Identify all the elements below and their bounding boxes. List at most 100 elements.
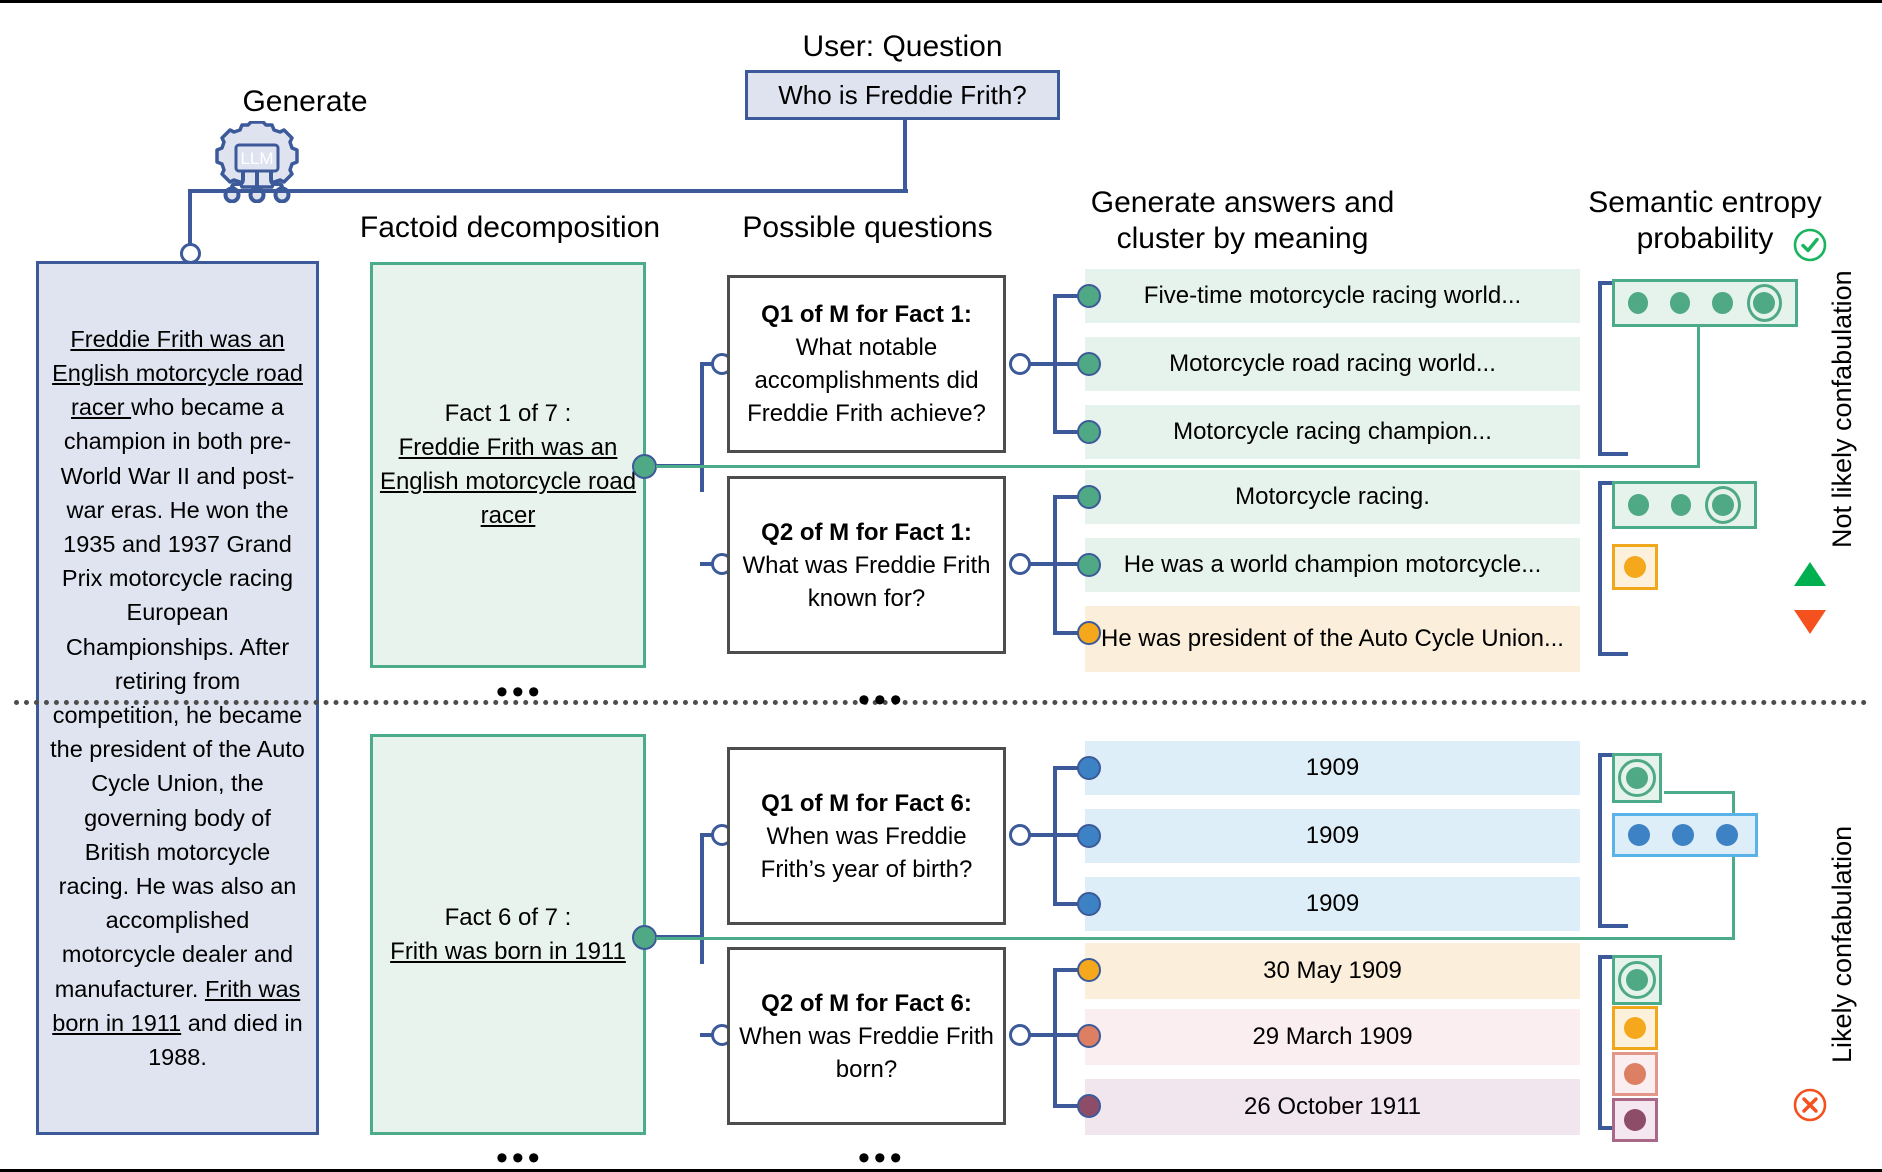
- q1f1-fan-a1: [1053, 294, 1085, 298]
- q1f1-output-dot: [1009, 353, 1031, 375]
- answer-dot: [1077, 756, 1101, 780]
- q2f6-fan-a1: [1053, 968, 1085, 972]
- answer-dot: [1077, 284, 1101, 308]
- source-plain-text: and died in 1988.: [148, 1009, 303, 1071]
- cluster-dot: [1624, 1017, 1646, 1039]
- answer-text: Motorcycle road racing world...: [1169, 350, 1496, 377]
- answer-text: He was a world champion motorcycle...: [1123, 551, 1542, 578]
- cluster-dot: [1624, 1063, 1646, 1085]
- cluster-dot: [1716, 824, 1738, 846]
- q2f6-fan-a3: [1053, 1104, 1085, 1108]
- answer-row: 1909: [1085, 741, 1580, 795]
- answer-row: 26 October 1911: [1085, 1079, 1580, 1135]
- question-card-q2-fact6: Q2 of M for Fact 6: When was Freddie Fri…: [727, 947, 1006, 1125]
- answer-text: 29 March 1909: [1252, 1023, 1413, 1050]
- generate-answers-heading: Generate answers and cluster by meaning: [1080, 185, 1405, 257]
- question-card-q1-fact6: Q1 of M for Fact 6: When was Freddie Fri…: [727, 747, 1006, 925]
- q1f6-fan-a3: [1053, 902, 1085, 906]
- answer-dot: [1077, 621, 1101, 645]
- fact1-question-spine: [700, 364, 704, 492]
- q1f1-text: What notable accomplishments did Freddie…: [747, 334, 986, 427]
- answer-dot: [1077, 824, 1101, 848]
- triangle-down-icon: [1792, 608, 1828, 636]
- q1f6-label: Q1 of M for Fact 6:: [761, 789, 972, 817]
- q1f6-fan-a2: [1053, 833, 1085, 837]
- cross-circle-icon: [1792, 1087, 1828, 1123]
- entropy-cluster-plum-q2f6: [1612, 1098, 1658, 1142]
- q1f1-label: Q1 of M for Fact 1:: [761, 301, 972, 328]
- q2f6-out-stub: [1029, 1033, 1055, 1037]
- cluster-dot: [1753, 292, 1776, 314]
- answer-text: Five-time motorcycle racing world...: [1143, 282, 1522, 309]
- user-question-box[interactable]: Who is Freddie Frith?: [745, 70, 1060, 120]
- likely-confabulation-label: Likely confabulation: [1827, 825, 1857, 1063]
- entropy-cluster-orange-q2f1: [1612, 544, 1658, 590]
- answer-dot: [1077, 352, 1101, 376]
- answer-text: 26 October 1911: [1243, 1093, 1421, 1120]
- answer-row: Motorcycle racing.: [1085, 470, 1580, 524]
- answer-row: 1909: [1085, 809, 1580, 863]
- triangle-up-icon: [1792, 560, 1828, 588]
- questions-fact1-ellipsis: •••: [858, 681, 906, 719]
- q2f6-output-dot: [1009, 1024, 1031, 1046]
- cluster-dot: [1624, 1109, 1646, 1131]
- factoid-decomposition-heading: Factoid decomposition: [359, 211, 661, 244]
- source-plain-text: who became a champion in both pre-World …: [50, 394, 305, 1002]
- cluster-dot-selected: [1618, 961, 1656, 999]
- fact-box-6: Fact 6 of 7 : Frith was born in 1911: [370, 734, 646, 1135]
- q1f6-output-dot: [1009, 824, 1031, 846]
- cluster-dot: [1624, 556, 1646, 578]
- generate-answers-line2: cluster by meaning: [1116, 222, 1369, 255]
- question-drop-line: [903, 120, 907, 192]
- semantic-entropy-heading: Semantic entropy probability: [1555, 185, 1855, 257]
- answer-text: 1909: [1305, 822, 1360, 849]
- q2f1-output-dot: [1009, 553, 1031, 575]
- cluster-dot: [1626, 767, 1648, 789]
- answer-dot: [1077, 420, 1101, 444]
- q2f6-fan-spine: [1053, 968, 1057, 1108]
- answer-row: 30 May 1909: [1085, 943, 1580, 999]
- fact1-spine-foot: [700, 562, 704, 566]
- answer-row: Motorcycle racing champion...: [1085, 405, 1580, 459]
- answer-text: Motorcycle racing.: [1235, 483, 1430, 510]
- entropy-cluster-pink-q2f6: [1612, 1052, 1658, 1096]
- q1f1-out-stub: [1029, 362, 1055, 366]
- llm-icon-label: LLM: [240, 149, 273, 168]
- entropy-bracket-q2f1: [1598, 481, 1628, 656]
- fact-1-ellipsis: •••: [496, 673, 544, 711]
- cluster-dot: [1670, 292, 1691, 314]
- answer-row: Five-time motorcycle racing world...: [1085, 269, 1580, 323]
- cluster-dot: [1628, 494, 1649, 516]
- answer-row: He was president of the Auto Cycle Union…: [1085, 606, 1580, 672]
- fact-box-1: Fact 1 of 7 : Freddie Frith was an Engli…: [370, 262, 646, 668]
- q1f1-fan-a2: [1053, 362, 1085, 366]
- fact1-entropy-route-h: [656, 465, 1700, 468]
- entropy-cluster-green-q1f1: [1612, 279, 1798, 327]
- cluster-dot-selected: [1618, 759, 1656, 797]
- q2f1-fan-a1: [1053, 495, 1085, 499]
- answer-dot: [1077, 1024, 1101, 1048]
- not-likely-confabulation-label: Not likely confabulation: [1827, 270, 1857, 548]
- answer-text: 1909: [1305, 890, 1360, 917]
- fact-box-1-content: Fact 1 of 7 : Freddie Frith was an Engli…: [373, 397, 643, 533]
- q2f6-fan-a2: [1053, 1033, 1085, 1037]
- answer-row: 1909: [1085, 877, 1580, 931]
- entropy-bracket-q1f6: [1598, 753, 1628, 928]
- cluster-dot: [1712, 494, 1735, 516]
- source-passage-text: Freddie Frith was an English motorcycle …: [49, 322, 306, 1074]
- answer-text: 1909: [1305, 754, 1360, 781]
- generate-answers-line1: Generate answers and: [1090, 186, 1395, 219]
- answer-row: 29 March 1909: [1085, 1009, 1580, 1065]
- fact6-entropy-route-v: [1732, 794, 1735, 940]
- q2f1-text: What was Freddie Frith known for?: [742, 551, 991, 612]
- semantic-entropy-line2: probability: [1636, 222, 1774, 255]
- cluster-dot: [1628, 292, 1649, 314]
- cluster-dot-selected: [1705, 486, 1741, 524]
- q2f1-fan-a2: [1053, 562, 1085, 566]
- cluster-dot: [1712, 292, 1733, 314]
- source-underlined-fact: Frith was born in 1911: [52, 975, 301, 1036]
- fact-box-1-title: Fact 1 of 7 :: [444, 400, 572, 427]
- q2f1-label: Q2 of M for Fact 1:: [761, 518, 972, 546]
- question-card-q2-fact1: Q2 of M for Fact 1: What was Freddie Fri…: [727, 476, 1006, 654]
- source-underlined-fact: Freddie Frith was an English motorcycle …: [52, 325, 303, 421]
